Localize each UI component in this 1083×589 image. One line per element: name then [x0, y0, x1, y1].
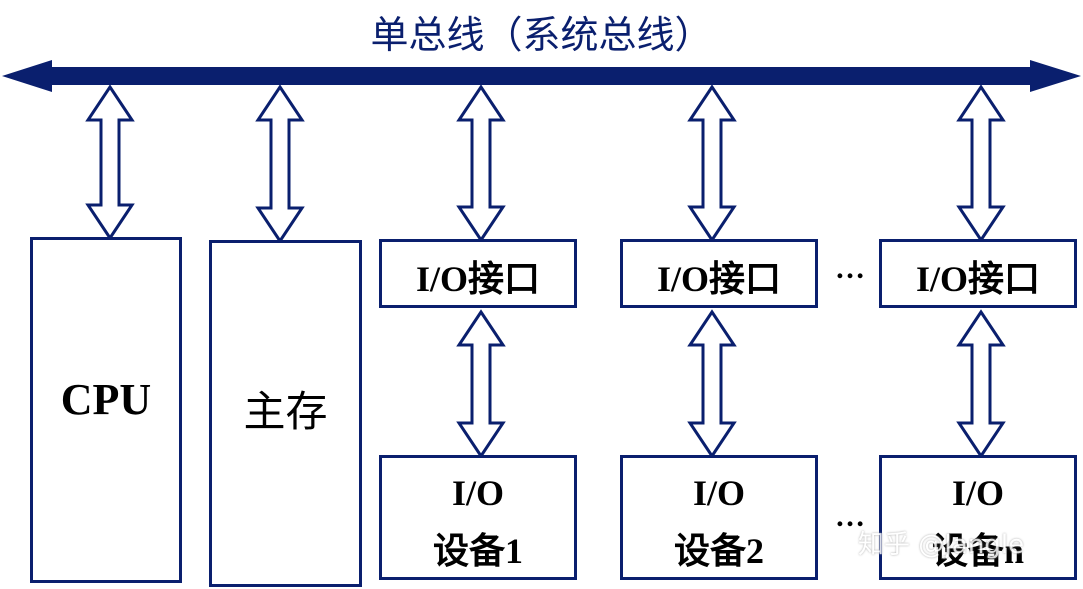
interface1-device-connector-arrow [456, 309, 506, 459]
memory-box [209, 240, 362, 587]
interface3-bus-connector-arrow [956, 84, 1006, 243]
interface2-device-connector-arrow [687, 309, 737, 459]
io-interface-box-2 [620, 239, 818, 308]
io-interface-label-3: I/O接口 [915, 259, 1040, 299]
io-device-box-1 [379, 455, 577, 580]
io-interface-label-2: I/O接口 [656, 259, 781, 299]
system-bus-arrow [2, 60, 1081, 92]
interface-ellipsis: … [835, 252, 865, 285]
io-interface-box-1 [379, 239, 577, 308]
interface1-bus-connector-arrow [456, 84, 506, 243]
cpu-label: CPU [60, 375, 152, 424]
memory-label: 主存 [243, 390, 328, 436]
io-device-box-2 [620, 455, 818, 580]
io-device-line1-1: I/O [451, 473, 504, 513]
io-device-line2-1: 设备1 [432, 531, 523, 571]
io-device-line1-2: I/O [692, 473, 745, 513]
io-device-box-3 [879, 455, 1077, 580]
diagram-title: 单总线（系统总线） [370, 13, 713, 57]
io-interface-label-1: I/O接口 [415, 259, 540, 299]
io-interface-box-3 [879, 239, 1077, 308]
io-device-line1-3: I/O [951, 473, 1004, 513]
interface2-bus-connector-arrow [687, 84, 737, 243]
watermark: 知乎 @Jangle [858, 530, 1025, 560]
interface3-device-connector-arrow [956, 309, 1006, 459]
io-device-line2-3: 设备n [931, 531, 1025, 571]
cpu-bus-connector-arrow [85, 84, 135, 241]
io-device-line2-2: 设备2 [673, 531, 764, 571]
device-ellipsis: … [835, 500, 865, 533]
cpu-box [30, 237, 182, 583]
memory-bus-connector-arrow [255, 84, 305, 244]
